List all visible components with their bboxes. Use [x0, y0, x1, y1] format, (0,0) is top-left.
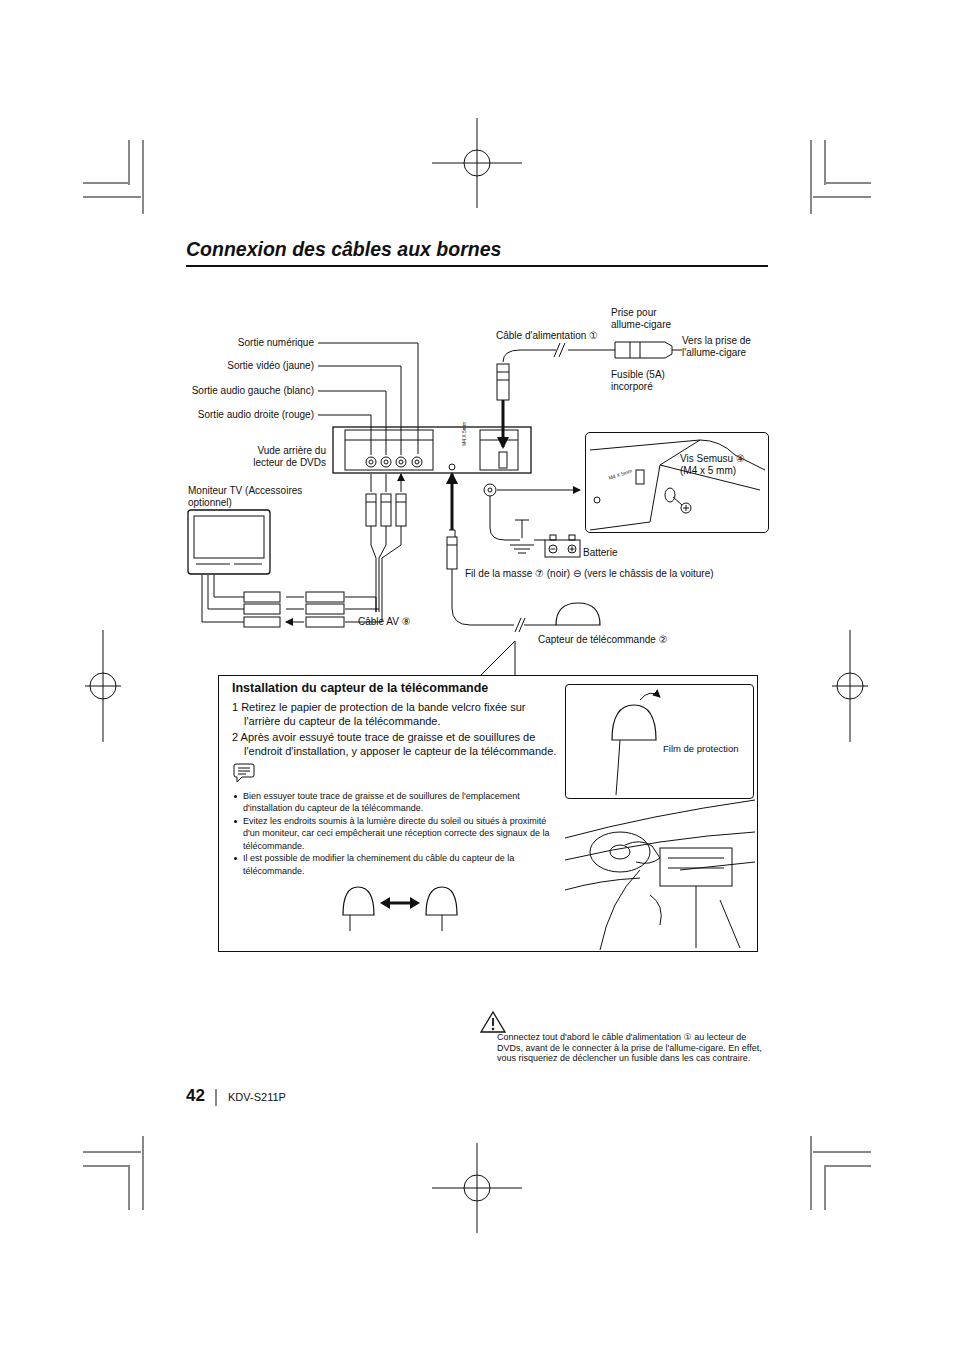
- text-column: Installation du capteur de la télécomman…: [232, 681, 562, 937]
- crop-marks: [83, 118, 871, 1233]
- note-item: Bien essuyer toute trace de graisse et d…: [232, 790, 562, 815]
- car-interior: [565, 800, 755, 950]
- part-label: Câble AV ⑧: [358, 616, 411, 628]
- node-text: Vis Semusu ④ (M4 x 5 mm): [680, 453, 764, 477]
- sensor-orientation: [338, 881, 488, 933]
- tv-monitor: [188, 510, 270, 574]
- part-label: Fusible (5A) incorporé: [611, 369, 681, 393]
- part-label: M4 X 5mm: [462, 422, 468, 446]
- instruction-step: 1 Retirez le papier de protection de la …: [232, 700, 562, 728]
- screw-inset-drawing: [590, 440, 765, 530]
- title-rule: [186, 265, 768, 267]
- part-label: Sortie audio gauche (blanc): [192, 385, 314, 397]
- battery: [534, 535, 580, 557]
- part-label: Prise pour allume-cigare: [611, 307, 691, 331]
- part-label: M4 X 5mm: [608, 469, 633, 482]
- part-label: Vude arrière du lecteur de DVDs: [234, 445, 326, 469]
- leader-lines: [318, 343, 418, 455]
- node-text: Film de protection: [663, 743, 749, 754]
- av-cable: [202, 474, 406, 627]
- sensor-orientation-holder: [338, 881, 562, 937]
- part-label: Sortie vidéo (jaune): [227, 360, 314, 372]
- part-label: Vers la prise de l'allume-cigare: [682, 335, 777, 359]
- part-label: KDV-S211P: [228, 1091, 286, 1104]
- note-icon-holder: [232, 762, 562, 788]
- instruction-step: 2 Après avoir essuyé toute trace de grai…: [232, 730, 562, 758]
- part-label: Batterie: [583, 547, 617, 559]
- dvd-player-rear: [333, 427, 531, 473]
- part-label: Câble d'alimentation ①: [496, 330, 598, 342]
- panel-heading: Installation du capteur de la télécomman…: [232, 681, 562, 697]
- part-label: Moniteur TV (Accessoires optionnel): [188, 485, 318, 509]
- instruction-panel: Installation du capteur de la télécomman…: [218, 675, 758, 952]
- page-title: Connexion des câbles aux bornes: [186, 238, 501, 261]
- part-label: Sortie numérique: [238, 337, 314, 349]
- note-item: Evitez les endroits soumis à la lumière …: [232, 815, 562, 853]
- page-number: 42: [186, 1086, 205, 1106]
- film-sensor-drawing: [612, 693, 660, 795]
- footer-separator: [216, 1089, 217, 1106]
- part-label: Fil de la masse ⑦ (noir) ⊖ (vers le châs…: [465, 568, 714, 580]
- part-label: Sortie audio droite (rouge): [198, 409, 314, 421]
- part-label: Capteur de télécommande ②: [538, 634, 668, 646]
- note-item: Il est possible de modifier la chemineme…: [232, 852, 562, 877]
- warning-icon: [481, 1012, 505, 1032]
- note-icon: [232, 762, 256, 784]
- detail-inset: Film de protection: [565, 684, 754, 799]
- detail-inset: Vis Semusu ④ (M4 x 5 mm): [585, 432, 769, 533]
- part-label: Connectez tout d'abord le câble d'alimen…: [497, 1032, 765, 1064]
